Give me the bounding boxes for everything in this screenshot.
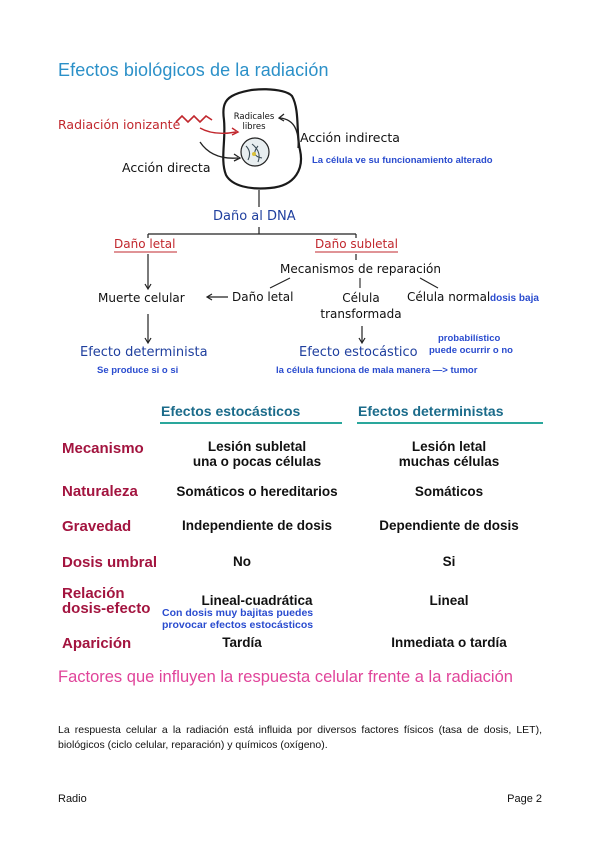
cell-outline <box>222 88 302 190</box>
table-header-deterministas: Efectos deterministas <box>358 403 504 419</box>
note-line-2: provocar efectos estocásticos <box>162 619 314 631</box>
label-dano-subletal: Daño subletal <box>315 237 398 251</box>
row-label-aparicion: Aparición <box>62 635 132 652</box>
cell-gravedad-esto: Independiente de dosis <box>181 518 333 533</box>
label-radiacion-ionizante: Radiación ionizante <box>58 117 181 132</box>
cell-mecanismo-esto: Lesión subletal una o pocas células <box>192 439 322 469</box>
note-puede-ocurrir: puede ocurrir o no <box>429 345 513 356</box>
label-radicales-libres: Radicales libres <box>232 112 276 132</box>
radiation-diagram: Radiación ionizante Radicales libres Acc… <box>0 0 599 400</box>
label-efecto-estocastico: Efecto estocástico <box>299 345 418 360</box>
row-label-dosis-umbral: Dosis umbral <box>62 554 158 571</box>
table-header-estocasticos: Efectos estocásticos <box>161 403 301 419</box>
label-celula: Célula <box>342 291 380 305</box>
cell-dosis-det: Si <box>442 554 456 569</box>
header-underline-estocasticos <box>160 422 342 424</box>
row-label-relacion: Relación dosis-efecto <box>62 585 151 617</box>
footer-page-number: Page 2 <box>507 793 542 805</box>
label-accion-directa: Acción directa <box>122 160 211 175</box>
row-label-naturaleza: Naturaleza <box>62 483 138 500</box>
footer-left: Radio <box>58 793 87 805</box>
label-accion-indirecta: Acción indirecta <box>300 130 400 145</box>
cell-dosis-esto: No <box>233 554 251 569</box>
label-celula-normal: Célula normal <box>407 290 491 304</box>
diagram-lines <box>114 88 439 345</box>
radiation-wave <box>175 114 213 124</box>
label-libres: libres <box>242 122 266 132</box>
label-muerte-celular: Muerte celular <box>98 291 185 305</box>
label-dano-dna: Daño al DNA <box>213 209 296 224</box>
section-title: Factores que influyen la respuesta celul… <box>58 668 513 686</box>
comparison-table: Efectos estocásticos Efectos determinist… <box>0 398 599 660</box>
note-dosis-baja: dosis baja <box>490 293 539 304</box>
page-title: Efectos biológicos de la radiación <box>58 60 329 80</box>
note-dosis-bajitas: Con dosis muy bajitas puedes provocar ef… <box>162 607 313 631</box>
cell-aparicion-esto: Tardía <box>222 635 262 650</box>
cell-mecanismo-det: Lesión letal muchas células <box>398 439 500 469</box>
cell-aparicion-det: Inmediata o tardía <box>391 635 507 650</box>
note-se-produce: Se produce si o si <box>97 365 179 376</box>
note-celula-alterada: La célula ve su funcionamiento alterado <box>312 155 493 166</box>
body-paragraph: La respuesta celular a la radiación está… <box>58 724 542 751</box>
cell-naturaleza-esto: Somáticos o hereditarios <box>176 484 338 499</box>
label-dano-letal: Daño letal <box>114 237 176 251</box>
note-funciona-mal: la célula funciona de mala manera —> tum… <box>276 365 478 376</box>
label-celula-transformada: Célula transformada <box>318 290 404 322</box>
label-efecto-determinista: Efecto determinista <box>80 345 208 360</box>
label-dano-letal-2: Daño letal <box>232 290 294 304</box>
cell-relacion-det: Lineal <box>429 593 469 608</box>
label-radicales: Radicales <box>233 112 275 122</box>
label-transformada: transformada <box>320 307 402 321</box>
label-mecanismos-reparacion: Mecanismos de reparación <box>280 262 441 276</box>
row-label-gravedad: Gravedad <box>62 518 132 535</box>
cell-gravedad-det: Dependiente de dosis <box>379 518 519 533</box>
note-line-1: Con dosis muy bajitas puedes <box>162 607 314 619</box>
note-probabilistico: probabilístico <box>438 333 501 344</box>
cell-relacion-esto: Lineal-cuadrática <box>201 593 313 608</box>
cell-naturaleza-det: Somáticos <box>414 484 484 499</box>
header-underline-deterministas <box>357 422 543 424</box>
row-label-mecanismo: Mecanismo <box>62 440 144 457</box>
